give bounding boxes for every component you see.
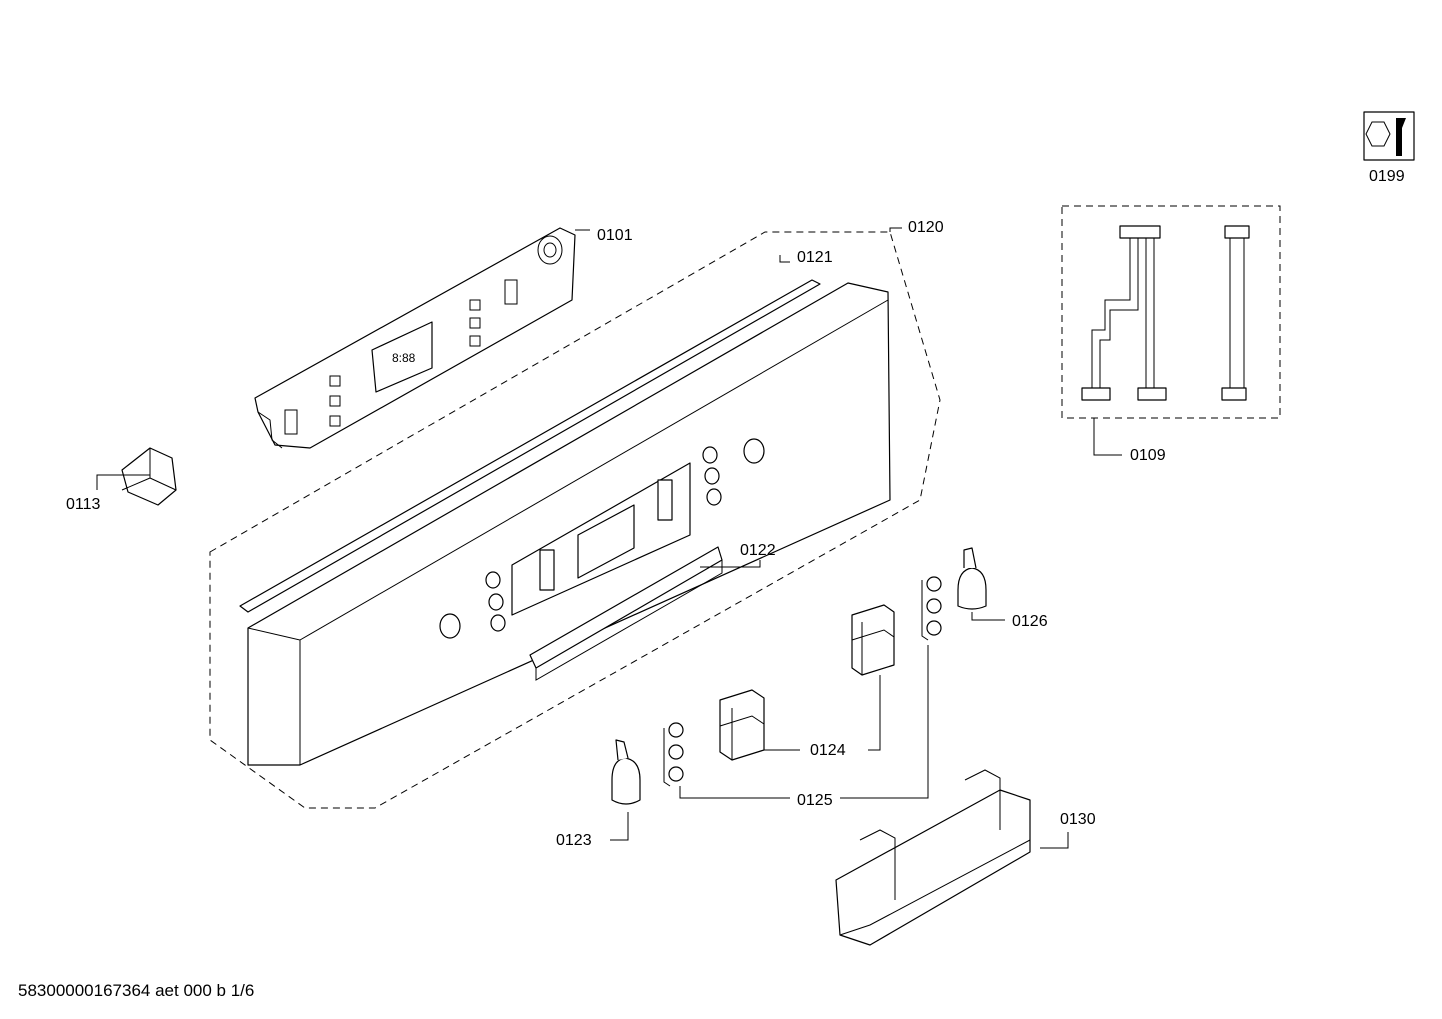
leader-lines [96,227,1122,849]
cable-harness [1081,225,1250,401]
label-0199: 0199 [1369,168,1405,185]
label-0121: 0121 [797,249,833,266]
label-0101: 0101 [597,227,633,244]
control-panel-fascia [247,282,891,766]
label-0126: 0126 [1012,613,1048,630]
switch-block-right [851,604,895,676]
label-0113: 0113 [66,496,101,513]
button-set-right [921,576,942,641]
knob-right [957,547,987,610]
label-0125: 0125 [797,792,833,809]
label-0124: 0124 [810,742,846,759]
assembly-0120-boundary [209,231,941,809]
wrench-nut-icon [1363,111,1415,161]
document-id: 58300000167364 aet 000 b 1/6 [18,981,255,1000]
switch-block-left [719,689,765,761]
label-0130: 0130 [1060,811,1096,828]
label-0120: 0120 [908,219,944,236]
label-0123: 0123 [556,832,592,849]
knob-left [611,739,641,805]
connector-clip [121,447,177,506]
electronic-module: 8:88 [254,227,576,449]
bracket-housing [835,769,1031,946]
label-0122: 0122 [740,542,776,559]
display-digits: 8:88 [392,351,416,365]
button-set-left [663,722,684,787]
label-0109: 0109 [1130,447,1166,464]
trim-strip [239,279,821,613]
harness-box [1061,205,1281,419]
